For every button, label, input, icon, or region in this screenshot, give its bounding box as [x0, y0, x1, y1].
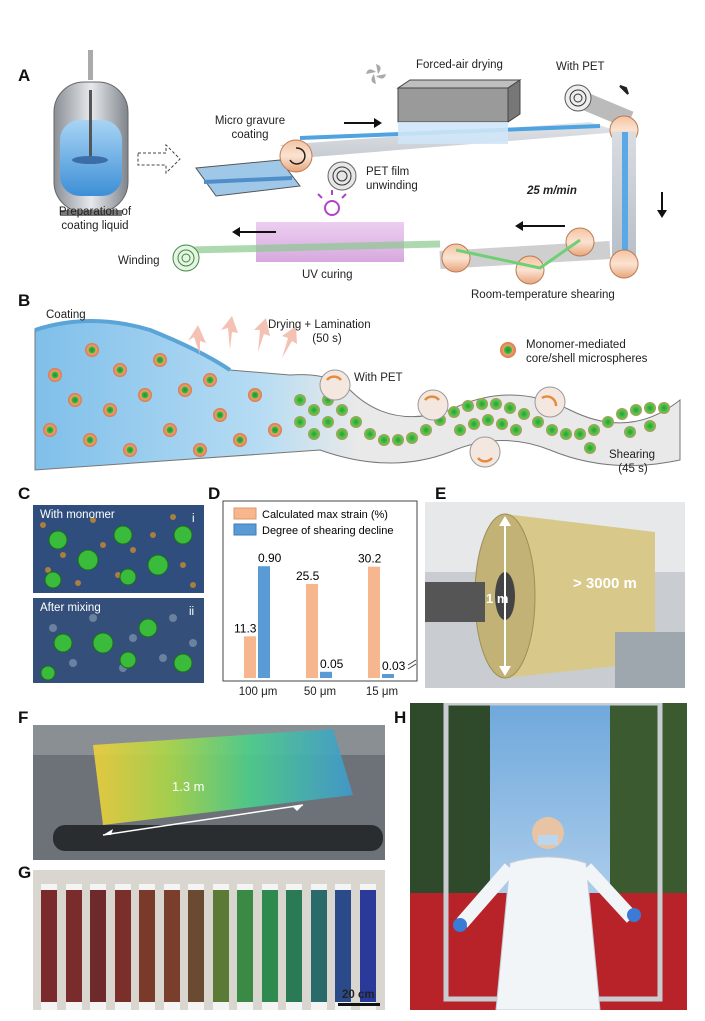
chart-category-axis: 100 μm 50 μm 15 μm [222, 686, 418, 702]
legend-text-shear: Degree of shearing decline [262, 525, 393, 537]
legend-swatch-shear [233, 523, 257, 536]
color-roll [335, 884, 351, 1010]
legend-text-strain: Calculated max strain (%) [262, 509, 388, 521]
strain-shearing-chart: Calculated max strain (%) Degree of shea… [222, 500, 418, 682]
scale-bar [338, 1003, 380, 1006]
panel-label-f: F [18, 708, 29, 727]
bar-strain [306, 583, 318, 678]
micro-gravure-line1: Micro gravure [214, 115, 286, 127]
color-roll [114, 884, 131, 1010]
photo-large-roll [425, 502, 685, 688]
panel-label-c: C [18, 484, 31, 503]
film-width-label: 1.3 m [172, 779, 205, 794]
speed-label: 25 m/min [527, 185, 577, 197]
photo-person-holding-film [410, 703, 687, 1010]
micrograph-i-number: i [192, 513, 195, 525]
forced-air-label: Forced-air drying [416, 59, 503, 71]
panel-label-b: B [18, 291, 31, 310]
bar-label-strain: 30.2 [358, 552, 382, 566]
micrograph-i-label: With monomer [40, 509, 115, 521]
shearing-line2: (45 s) [618, 463, 648, 475]
winding-label: Winding [118, 255, 160, 267]
photo-color-rolls [33, 870, 385, 1010]
micrograph-after-mixing [33, 598, 204, 683]
color-roll [261, 884, 278, 1010]
drying-line2: (50 s) [312, 333, 342, 345]
color-roll [286, 884, 302, 1010]
bar-label-shear: 0.05 [320, 657, 344, 671]
panel-label-d: D [208, 484, 221, 503]
legend-line2: core/shell microspheres [526, 353, 648, 365]
micrograph-with-monomer [33, 505, 204, 593]
panel-label-h: H [394, 708, 407, 727]
pet-film-line2: unwinding [366, 180, 418, 192]
bar-shear [382, 674, 394, 678]
with-pet-label-b: With PET [354, 372, 403, 384]
roll-length-label: > 3000 m [573, 575, 637, 592]
micrograph-ii-label: After mixing [40, 602, 101, 614]
legend-swatch-strain [233, 507, 257, 520]
micrograph-ii-number: ii [189, 606, 195, 618]
color-roll [212, 884, 229, 1010]
drying-line1: Drying + Lamination [268, 319, 371, 331]
prep-label-line1: Preparation of [58, 206, 132, 218]
roll-width-label: 1 m [486, 591, 509, 606]
color-roll [65, 884, 82, 1010]
roll-to-roll-process-diagram [53, 50, 667, 285]
bar-strain [244, 636, 256, 678]
color-roll [41, 884, 57, 1010]
bar-label-strain: 11.3 [234, 621, 257, 635]
color-roll [90, 884, 106, 1010]
coating-label: Coating [46, 309, 86, 321]
bar-label-shear: 0.90 [258, 551, 282, 565]
shearing-line1: Shearing [609, 449, 656, 461]
category-label: 100 μm [238, 686, 278, 698]
prep-label-line2: coating liquid [61, 220, 129, 232]
category-label: 15 μm [365, 686, 399, 698]
color-roll [237, 884, 253, 1010]
pet-film-line1: PET film [366, 166, 410, 178]
color-roll [310, 884, 327, 1010]
panel-label-e: E [435, 484, 447, 503]
bar-strain [368, 566, 380, 678]
color-roll [139, 884, 155, 1010]
color-roll [359, 884, 376, 1010]
color-roll [163, 884, 180, 1010]
bar-label-strain: 25.5 [296, 569, 320, 583]
category-label: 50 μm [303, 686, 337, 698]
photo-structural-color-film [33, 725, 385, 860]
with-pet-label-a: With PET [556, 61, 605, 73]
uv-curing-label: UV curing [302, 269, 353, 281]
bar-shear [320, 671, 332, 678]
panel-label-a: A [18, 66, 31, 85]
bar-shear [258, 566, 270, 678]
legend-line1: Monomer-mediated [526, 339, 626, 351]
scale-bar-label: 20 cm [342, 989, 375, 1001]
panel-label-g: G [18, 863, 32, 882]
micro-gravure-line2: coating [231, 129, 269, 141]
rts-label: Room-temperature shearing [471, 289, 615, 301]
bar-label-shear: 0.03 [382, 659, 406, 673]
color-roll [188, 884, 204, 1010]
microsphere-diagram [34, 316, 681, 471]
